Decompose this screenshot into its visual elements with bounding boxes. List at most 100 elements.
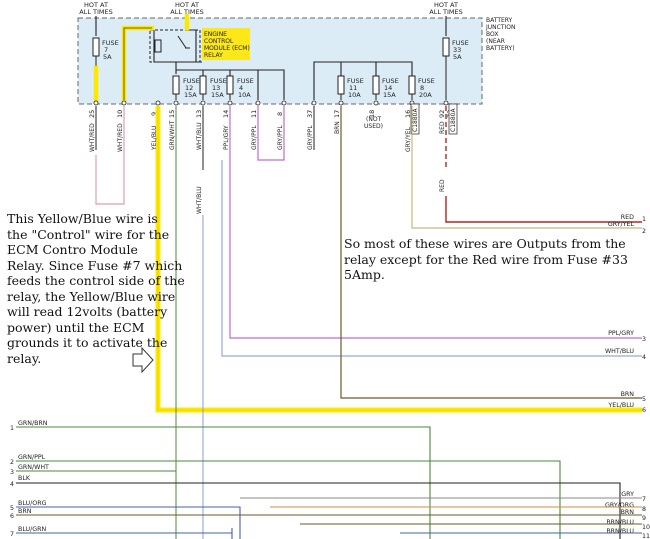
pin-37 xyxy=(311,100,317,106)
right-wire-num-5: 5 xyxy=(642,396,646,403)
wire-label-gry-ppl-2: GRY/PPL xyxy=(277,125,284,150)
pin-num-18: 18 xyxy=(368,110,376,118)
left-wire-num-4: 4 xyxy=(10,481,14,488)
fuse-13-num: 13 xyxy=(212,84,220,92)
wire-label-yel-blu: YEL/BLU xyxy=(151,126,158,151)
pin-num-9: 9 xyxy=(150,112,158,116)
pin-num-10: 10 xyxy=(116,110,124,118)
right-wire-label-2: GRY/YEL xyxy=(608,221,635,228)
fuse-11-name: FUSE xyxy=(347,77,364,85)
pin-num-14: 14 xyxy=(222,110,230,118)
wire-gry-yel xyxy=(411,106,642,229)
wire-label-wht-red-2: WHT/RED xyxy=(117,123,124,152)
note-left-line-9: grounds it to activate the xyxy=(7,335,168,350)
fuse-12-amp: 15A xyxy=(184,91,197,99)
right-wire-label-4: WHT/BLU xyxy=(605,348,634,355)
yellow-highlight-thin xyxy=(123,27,152,100)
note-left-line-1: This Yellow/Blue wire is xyxy=(7,211,158,226)
connector-c1880a-2: C1880A xyxy=(448,103,458,135)
wire-label-grn-wht: GRN/WHT xyxy=(169,120,176,150)
hot-label-3b: ALL TIMES xyxy=(429,8,462,16)
left-wire-num-5: 5 xyxy=(10,505,14,512)
left-wire-num-7: 7 xyxy=(10,531,14,538)
wire-label-ppl-gry: PPL/GRY xyxy=(223,125,230,150)
pin-numbers: 25 10 9 15 13 14 11 8 37 17 18 16 92 73 xyxy=(88,110,454,118)
hot-label-1b: ALL TIMES xyxy=(79,8,112,16)
right-wire-num-11: 11 xyxy=(642,533,650,539)
fuse-labels: FUSE 7 5A FUSE 12 15A FUSE 13 15A FUSE 4… xyxy=(102,39,469,99)
connector-c1880a-2-text: C1880A xyxy=(450,108,457,132)
note-left-line-6: relay, the Yellow/Blue wire xyxy=(7,288,176,304)
note-left-line-2: the "Control" wire for the xyxy=(7,226,170,242)
left-wire-label-4: BLK xyxy=(18,475,31,482)
right-wire-num-6: 6 xyxy=(642,407,646,414)
wire-grn-ppl xyxy=(16,460,561,539)
pin-num-37: 37 xyxy=(306,110,314,118)
pin-25 xyxy=(93,100,99,106)
fuse-14-amp: 15A xyxy=(383,91,396,99)
pin-11 xyxy=(255,100,261,106)
fuse-4-num: 4 xyxy=(239,84,243,92)
left-wire-label-5: BLU/ORG xyxy=(18,500,47,507)
left-wire-label-1: GRN/BRN xyxy=(18,420,48,427)
relay-label-1: ENGINE xyxy=(204,31,227,38)
not-used-label-1: (NOT xyxy=(366,116,382,123)
wire-wht-red-10 xyxy=(95,106,125,205)
wire-wht-blu-4 xyxy=(221,160,642,357)
fuse-4-amp: 10A xyxy=(238,91,251,99)
right-wire-label-3: PPL/GRY xyxy=(608,330,634,337)
right-wire-num-4: 4 xyxy=(642,354,646,361)
note-left: This Yellow/Blue wire is the "Control" w… xyxy=(7,211,185,366)
wire-brn xyxy=(340,106,642,399)
hot-label-3a: HOT AT xyxy=(434,1,458,9)
fuse-12-name: FUSE xyxy=(183,77,200,85)
pin-15 xyxy=(173,100,179,106)
right-wire-label-9: BRN xyxy=(621,509,635,516)
junction-box-label-1: BATTERY xyxy=(486,17,513,24)
wire-blk xyxy=(16,482,621,539)
wire-gry-ppl-a xyxy=(257,106,285,161)
right-wire-num-2: 2 xyxy=(642,228,646,235)
pin-18 xyxy=(373,100,379,106)
pin-num-16: 16 xyxy=(404,110,412,118)
connector-pins xyxy=(93,100,449,106)
note-right-line-1: So most of these wires are Outputs from … xyxy=(344,236,626,251)
relay-label-3: MODULE (ECM) xyxy=(204,45,250,52)
right-wire-num-3: 3 xyxy=(642,336,646,343)
arrow-icon xyxy=(132,346,154,374)
note-left-line-5: feeds the control side of the xyxy=(7,273,185,288)
right-wire-num-1: 1 xyxy=(642,216,646,223)
pin-92 xyxy=(443,100,449,106)
fuse-12-num: 12 xyxy=(185,84,193,92)
wire-label-wht-blu-2: WHT/BLU xyxy=(196,186,203,214)
wire-label-red-top: RED xyxy=(439,121,446,134)
wire-grn-brn xyxy=(16,426,431,539)
right-wire-num-10: 10 xyxy=(642,524,650,531)
fuse-14-name: FUSE xyxy=(382,77,399,85)
pin-14 xyxy=(227,100,233,106)
right-wire-label-5: BRN xyxy=(621,391,635,398)
wire-label-gry-yel: GRY/YEL xyxy=(405,126,412,152)
wire-label-wht-red-1: WHT/RED xyxy=(89,123,96,152)
right-wire-label-1: RED xyxy=(621,214,634,221)
not-used-label-2: USED) xyxy=(364,123,383,130)
pin-num-17: 17 xyxy=(333,110,341,118)
note-left-line-8: power) until the ECM xyxy=(7,319,145,335)
note-left-line-7: will read 12volts (battery xyxy=(7,304,168,319)
fuse-7-name: FUSE xyxy=(102,39,119,47)
right-wire-num-9: 9 xyxy=(642,515,646,522)
fuse-8-num: 8 xyxy=(420,84,424,92)
left-wire-label-7: BLU/GRN xyxy=(18,526,46,533)
pin-num-92: 92 xyxy=(438,110,446,118)
fuse-4-name: FUSE xyxy=(237,77,254,85)
junction-box-label-3: BOX xyxy=(486,31,498,38)
left-wire-num-2: 2 xyxy=(10,459,14,466)
fuse-33-amp: 5A xyxy=(453,53,462,61)
junction-box-label-4: (NEAR xyxy=(486,38,505,45)
hot-label-1a: HOT AT xyxy=(84,1,108,9)
left-wire-label-6: BRN xyxy=(18,508,32,515)
fuse-11-num: 11 xyxy=(349,84,357,92)
left-wire-num-6: 6 xyxy=(10,513,14,520)
pin-num-25: 25 xyxy=(88,110,96,118)
relay-label-2: CONTROL xyxy=(204,38,234,45)
